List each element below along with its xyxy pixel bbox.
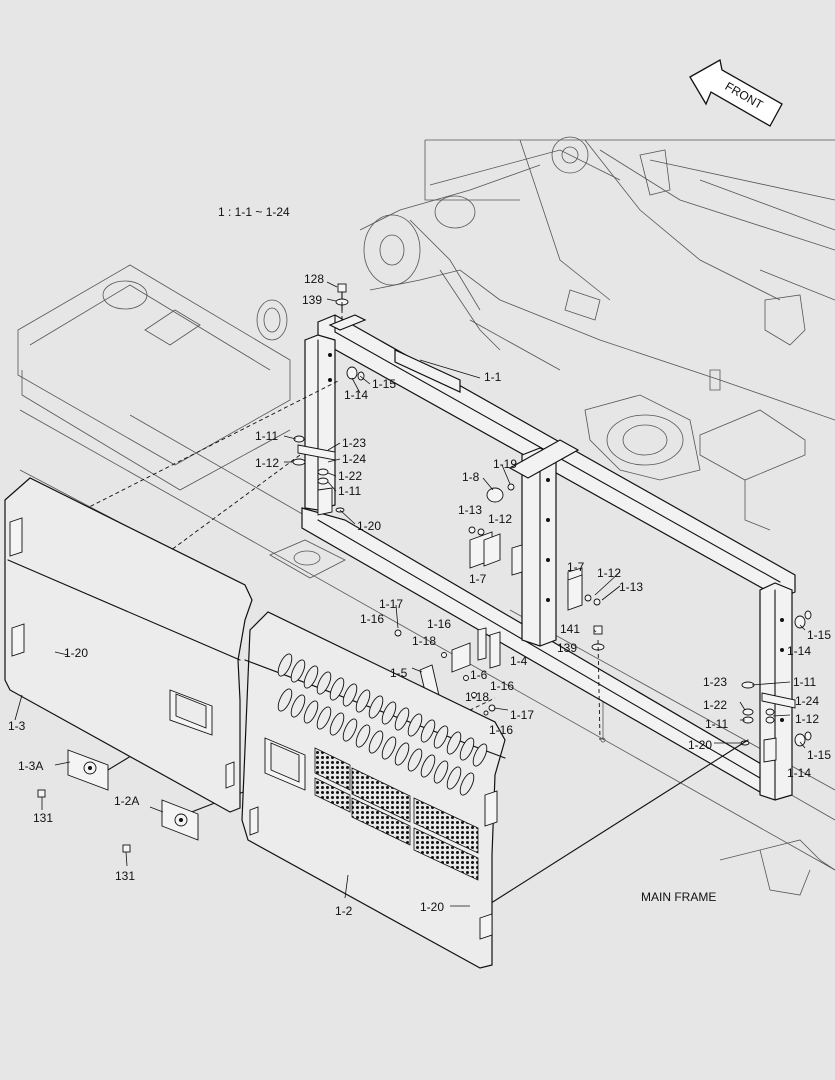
front-direction-arrow: FRONT bbox=[689, 58, 783, 127]
callout: 1-20 bbox=[420, 900, 444, 914]
lock-assemblies bbox=[37, 749, 199, 853]
louver-slots bbox=[277, 653, 488, 796]
callout: 1-12 bbox=[795, 712, 819, 726]
callout: 1-11 bbox=[338, 484, 361, 498]
callout: 1-22 bbox=[338, 469, 362, 483]
callout: 1-2 bbox=[335, 904, 353, 918]
callout: 1-16 bbox=[427, 617, 451, 631]
part-range-note: 1 : 1-1 ~ 1-24 bbox=[218, 205, 290, 219]
callout: 1-14 bbox=[344, 388, 368, 402]
callout: 1-13 bbox=[619, 580, 643, 594]
callout: 1-11 bbox=[255, 429, 278, 443]
callout: 1-11 bbox=[793, 675, 816, 689]
callout-leaders bbox=[14, 281, 806, 907]
callout: 1-24 bbox=[342, 452, 366, 466]
callout: 1-16 bbox=[489, 723, 513, 737]
callout: 1-17 bbox=[510, 708, 534, 722]
mesh-grilles bbox=[314, 747, 479, 881]
callout: 1-15 bbox=[807, 628, 831, 642]
door-panel-left bbox=[4, 477, 253, 813]
callout: 1-3 bbox=[8, 719, 26, 733]
callout: 1-12 bbox=[597, 566, 621, 580]
callout: 1-13 bbox=[458, 503, 482, 517]
callout: 1-12 bbox=[488, 512, 512, 526]
callout: 1-23 bbox=[342, 436, 366, 450]
callout: 1-15 bbox=[372, 377, 396, 391]
callout: 1-20 bbox=[64, 646, 88, 660]
callout: 1-20 bbox=[357, 519, 381, 533]
callout: 1-4 bbox=[510, 654, 528, 668]
callout: 1-3A bbox=[18, 759, 43, 773]
callout: 1-7 bbox=[469, 572, 487, 586]
callout: 1-7 bbox=[567, 560, 585, 574]
callout: 1-20 bbox=[688, 738, 712, 752]
callout: 141 bbox=[560, 622, 580, 636]
callout: 131 bbox=[33, 811, 53, 825]
fastener-hardware bbox=[292, 283, 812, 747]
callout: 1-14 bbox=[787, 766, 811, 780]
callout: 1-19 bbox=[493, 457, 517, 471]
callout: 1-16 bbox=[360, 612, 384, 626]
callout: 1-1 bbox=[484, 370, 502, 384]
callout: 128 bbox=[304, 272, 324, 286]
callout: 1-6 bbox=[470, 668, 488, 682]
callout: 1-11 bbox=[705, 717, 728, 731]
callout-labels: 128 139 1-15 1-14 1-1 1-11 1-23 1-24 1-1… bbox=[8, 272, 831, 918]
callout: 139 bbox=[302, 293, 322, 307]
callout: 131 bbox=[115, 869, 135, 883]
callout: 1-18 bbox=[465, 690, 489, 704]
callout: 1-8 bbox=[462, 470, 480, 484]
callout: 1-22 bbox=[703, 698, 727, 712]
callout: 1-5 bbox=[390, 666, 408, 680]
callout: 1-17 bbox=[379, 597, 403, 611]
callout: 1-23 bbox=[703, 675, 727, 689]
callout: 1-15 bbox=[807, 748, 831, 762]
callout: 139 bbox=[557, 641, 577, 655]
callout: 1-12 bbox=[255, 456, 279, 470]
door-panel-right bbox=[241, 611, 506, 969]
callout: 1-2A bbox=[114, 794, 139, 808]
main-frame-label: MAIN FRAME bbox=[641, 890, 716, 904]
callout: 1-18 bbox=[412, 634, 436, 648]
callout: 1-14 bbox=[787, 644, 811, 658]
callout: 1-16 bbox=[490, 679, 514, 693]
callout: 1-24 bbox=[795, 694, 819, 708]
